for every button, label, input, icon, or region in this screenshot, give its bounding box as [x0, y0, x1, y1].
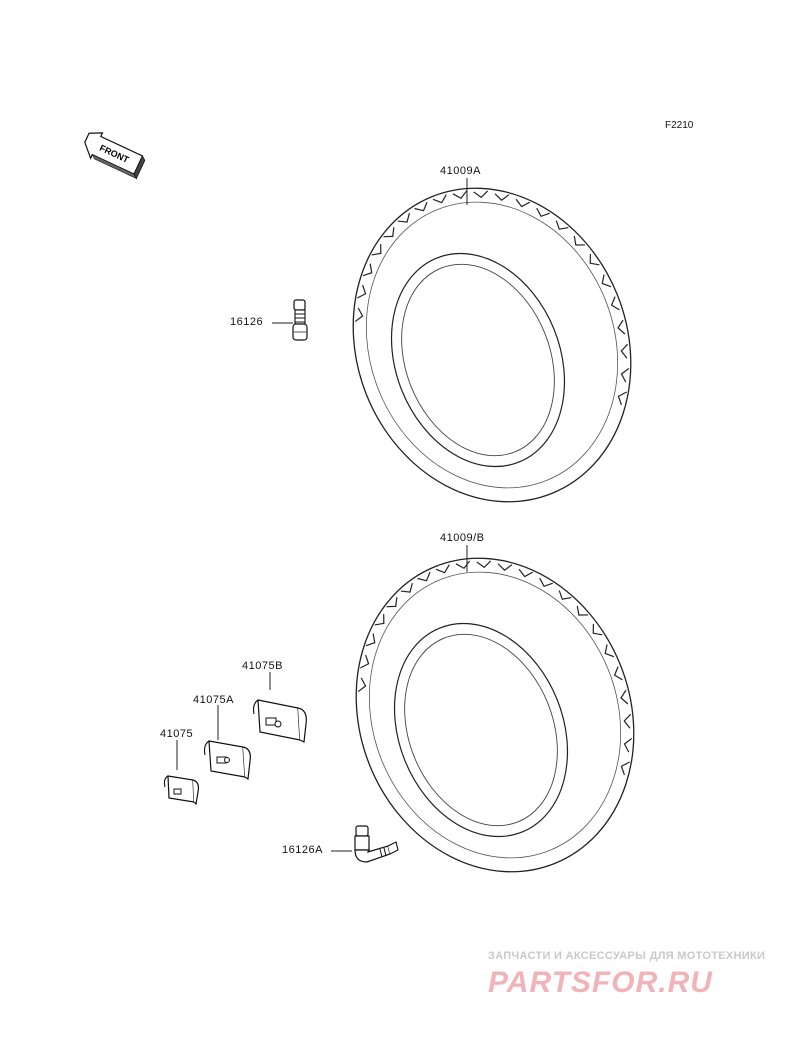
part-label-tire-upper: 41009A [440, 165, 481, 177]
part-label-valve-straight: 16126 [230, 316, 264, 328]
part-label-weight-c: 41075B [242, 660, 283, 672]
watermark-logo: PARTSFOR.RU [488, 966, 713, 999]
figure-code: F2210 [665, 120, 694, 131]
balance-weight-c-icon [252, 699, 307, 743]
front-arrow-icon: FRONT [84, 132, 146, 180]
valve-straight-icon [292, 299, 308, 341]
tire-upper [352, 187, 632, 503]
tire-lower [355, 557, 635, 873]
balance-weight-b-icon [203, 740, 251, 781]
part-label-tire-lower: 41009/B [440, 532, 485, 544]
balance-weight-a-icon [163, 775, 200, 806]
watermark-tagline: ЗАПЧАСТИ И АКСЕССУАРЫ ДЛЯ МОТОТЕХНИКИ [488, 950, 766, 962]
part-label-valve-angled: 16126A [282, 844, 323, 856]
part-label-weight-a: 41075 [160, 728, 194, 740]
leader-lines [176, 178, 468, 852]
part-label-weight-b: 41075A [193, 694, 234, 706]
valve-angled-icon [354, 825, 399, 863]
